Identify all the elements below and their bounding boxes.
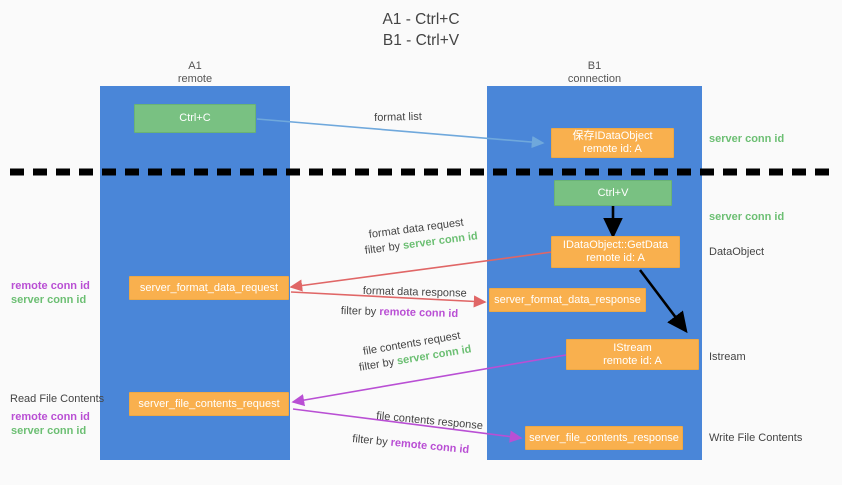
edge-label-format-list: format list <box>374 110 423 124</box>
edge-label-fdreq-filter-prefix: filter by <box>364 239 404 257</box>
box-save-idataobject-line2: remote id: A <box>583 143 642 155</box>
edge-label-format-data-response-filter: filter by remote conn id <box>341 304 459 322</box>
box-server-format-data-response[interactable]: server_format_data_response <box>489 288 646 312</box>
title-line-2: B1 - Ctrl+V <box>382 32 460 49</box>
label-server-conn-id-low: server conn id <box>11 425 87 437</box>
box-idataobject-getdata[interactable]: IDataObject::GetData remote id: A <box>551 236 680 268</box>
edge-label-fdresp-filter-value: remote conn id <box>379 306 459 321</box>
label-conn-id-mid-group: remote conn id server conn id <box>11 279 90 307</box>
column-header-b1-sub: connection <box>567 73 622 85</box>
box-istream[interactable]: IStream remote id: A <box>566 339 699 370</box>
edge-label-format-data-response: format data response <box>362 284 467 300</box>
box-ctrl-v[interactable]: Ctrl+V <box>554 180 672 206</box>
box-save-idataobject[interactable]: 保存IDataObject remote id: A <box>551 128 674 158</box>
box-save-idataobject-line1: 保存IDataObject <box>572 130 653 142</box>
edge-label-fcresp-filter-prefix: filter by <box>351 432 392 449</box>
box-getdata-line2: remote id: A <box>586 252 645 264</box>
box-server-file-contents-response-label: server_file_contents_response <box>529 431 679 444</box>
box-ctrl-c[interactable]: Ctrl+C <box>134 104 256 133</box>
edge-label-fcresp-filter-value: remote conn id <box>390 436 470 457</box>
box-server-file-contents-request-label: server_file_contents_request <box>138 397 280 410</box>
label-write-file-contents: Write File Contents <box>709 432 803 444</box>
box-server-format-data-response-label: server_format_data_response <box>494 293 641 306</box>
label-remote-conn-id-mid: remote conn id <box>11 280 90 292</box>
box-ctrl-v-label: Ctrl+V <box>597 186 629 199</box>
edge-label-file-contents-response-filter: filter by remote conn id <box>352 432 470 458</box>
edge-label-file-contents-response: file contents response <box>375 409 484 433</box>
box-server-file-contents-response[interactable]: server_file_contents_response <box>525 426 683 450</box>
box-istream-line1: IStream <box>613 341 652 354</box>
edge-label-fdresp-filter-prefix: filter by <box>340 304 380 319</box>
column-header-a1-name: A1 <box>188 60 202 72</box>
column-header-a1-sub: remote <box>177 73 213 85</box>
column-header-a1: A1 remote <box>100 60 290 86</box>
label-remote-conn-id-low: remote conn id <box>11 411 90 423</box>
label-conn-id-low-group: remote conn id server conn id <box>11 410 90 438</box>
label-istream: Istream <box>709 351 746 363</box>
column-header-b1-name: B1 <box>587 60 602 72</box>
box-istream-line2: remote id: A <box>603 354 662 367</box>
column-header-b1: B1 connection <box>487 60 702 86</box>
box-server-format-data-request-label: server_format_data_request <box>139 281 279 294</box>
page-title: A1 - Ctrl+C B1 - Ctrl+V <box>0 9 842 51</box>
title-line-1: A1 - Ctrl+C <box>382 11 460 28</box>
label-server-conn-id-mid-left: server conn id <box>11 294 87 306</box>
label-read-file-contents: Read File Contents <box>10 393 105 405</box>
label-server-conn-id-mid: server conn id <box>709 211 785 223</box>
box-ctrl-c-label: Ctrl+C <box>179 112 211 124</box>
box-server-format-data-request[interactable]: server_format_data_request <box>129 276 289 300</box>
box-server-file-contents-request[interactable]: server_file_contents_request <box>129 392 289 416</box>
label-server-conn-id-top: server conn id <box>709 133 785 145</box>
label-dataobject: DataObject <box>709 246 765 258</box>
box-getdata-line1: IDataObject::GetData <box>562 239 669 251</box>
